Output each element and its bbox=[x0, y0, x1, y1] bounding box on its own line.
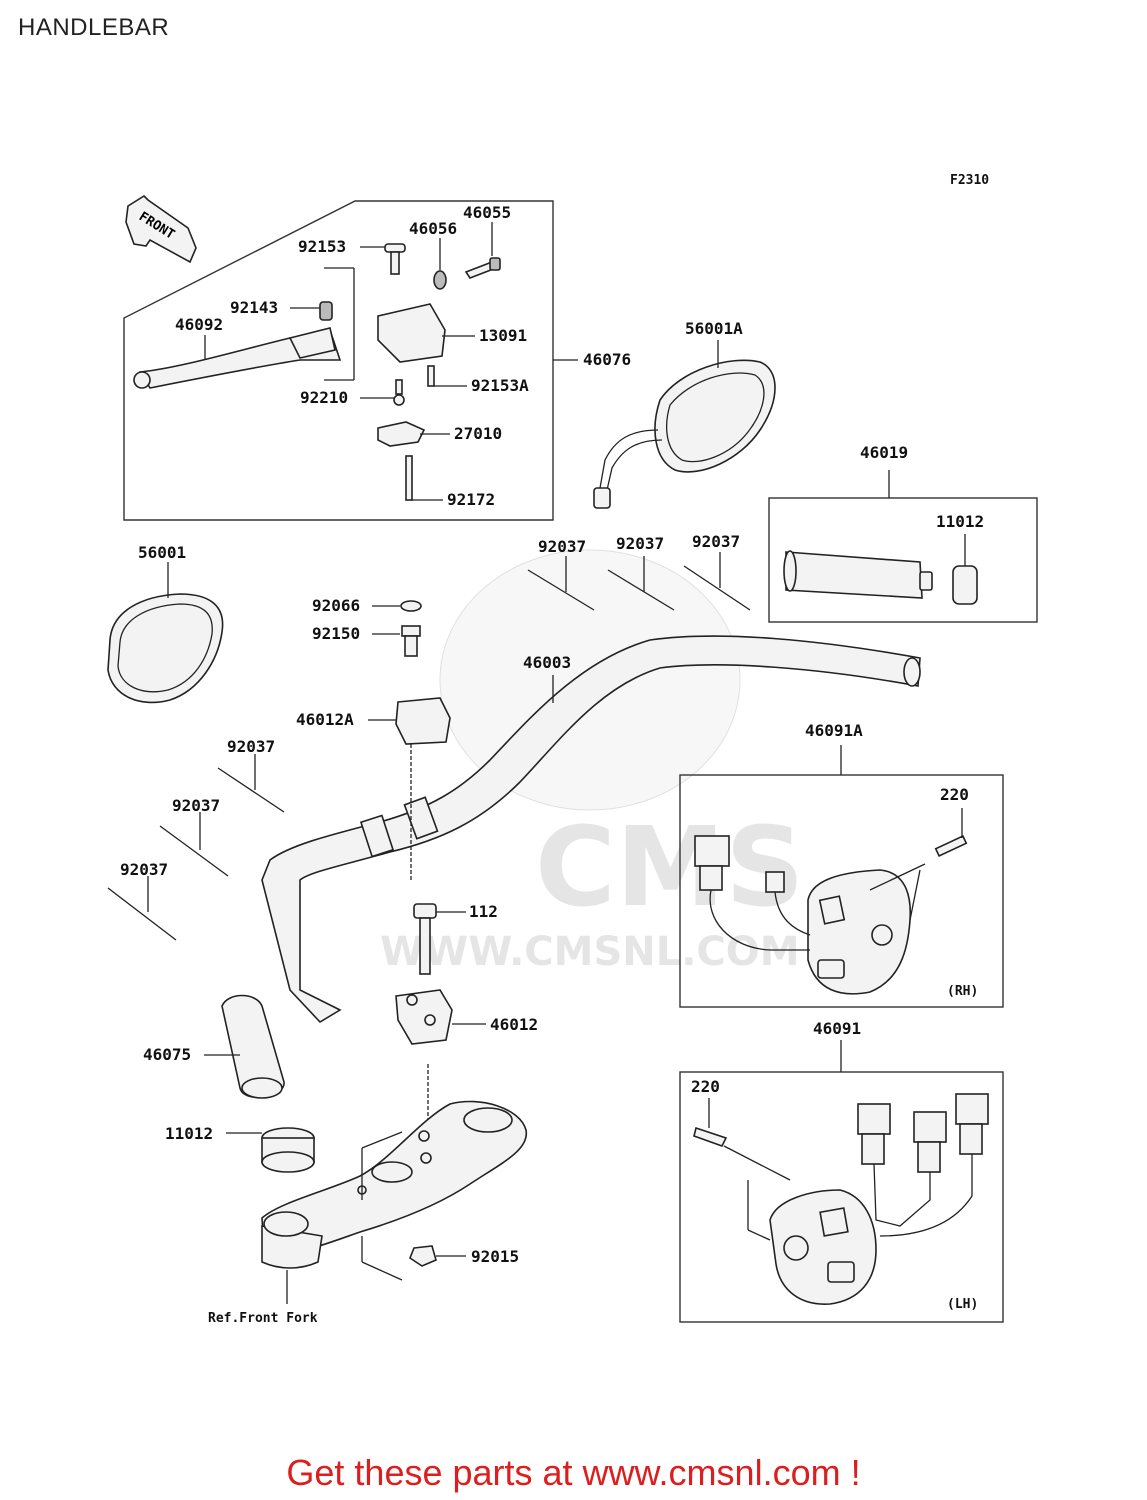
part-label-56001: 56001 bbox=[138, 543, 186, 562]
part-label-46003: 46003 bbox=[523, 653, 571, 672]
part-label-92015: 92015 bbox=[471, 1247, 519, 1266]
switch-housing-left-assembly bbox=[679, 1040, 1004, 1323]
watermark: CMS WWW.CMSNL.COM bbox=[380, 549, 804, 975]
figure-code: F2310 bbox=[950, 173, 989, 188]
label-lh: (LH) bbox=[947, 1297, 978, 1312]
front-arrow-icon: FRONT bbox=[125, 194, 197, 264]
label-ref-front-fork: Ref.Front Fork bbox=[208, 1311, 318, 1326]
part-label-13091: 13091 bbox=[479, 326, 527, 345]
watermark-logo: CMS bbox=[535, 803, 804, 931]
grip-left bbox=[204, 994, 315, 1173]
part-label-56001A: 56001A bbox=[685, 319, 743, 338]
mirror-left bbox=[107, 562, 224, 704]
part-label-46012A: 46012A bbox=[296, 710, 354, 729]
part-label-11012-top: 11012 bbox=[936, 512, 984, 531]
part-label-92210: 92210 bbox=[300, 388, 348, 407]
part-label-46091A: 46091A bbox=[805, 721, 863, 740]
part-label-92037-b: 92037 bbox=[616, 534, 664, 553]
part-label-46075: 46075 bbox=[143, 1045, 191, 1064]
part-label-92037-f: 92037 bbox=[120, 860, 168, 879]
part-label-92143: 92143 bbox=[230, 298, 278, 317]
mirror-right bbox=[593, 340, 776, 509]
upper-triple-clamp bbox=[261, 1100, 528, 1304]
part-label-92150: 92150 bbox=[312, 624, 360, 643]
page-title: HANDLEBAR bbox=[18, 14, 170, 41]
part-label-220-lh: 220 bbox=[691, 1077, 720, 1096]
part-label-92066: 92066 bbox=[312, 596, 360, 615]
part-label-46091: 46091 bbox=[813, 1019, 861, 1038]
part-label-92153: 92153 bbox=[298, 237, 346, 256]
part-label-220-rh: 220 bbox=[940, 785, 969, 804]
part-label-46092: 46092 bbox=[175, 315, 223, 334]
handlebar-clamp-lower bbox=[395, 903, 486, 1120]
footer-link[interactable]: Get these parts at www.cmsnl.com ! bbox=[286, 1452, 861, 1493]
handlebar-clamp-upper bbox=[368, 600, 451, 880]
part-label-46076: 46076 bbox=[583, 350, 631, 369]
grip-right-assembly bbox=[768, 470, 1038, 623]
part-label-92037-c: 92037 bbox=[692, 532, 740, 551]
part-label-92172: 92172 bbox=[447, 490, 495, 509]
cable-ties-left bbox=[107, 754, 285, 941]
part-label-92037-d: 92037 bbox=[227, 737, 275, 756]
handlebar-pipe bbox=[261, 635, 921, 1024]
part-label-11012-bot: 11012 bbox=[165, 1124, 213, 1143]
label-rh: (RH) bbox=[947, 984, 978, 999]
part-label-46056: 46056 bbox=[409, 219, 457, 238]
part-label-112: 112 bbox=[469, 902, 498, 921]
watermark-url: WWW.CMSNL.COM bbox=[380, 929, 800, 975]
cable-ties-top bbox=[527, 552, 751, 611]
clutch-lever-assembly bbox=[123, 200, 578, 521]
part-label-92037-a: 92037 bbox=[538, 537, 586, 556]
part-label-46055: 46055 bbox=[463, 203, 511, 222]
part-label-92153A: 92153A bbox=[471, 376, 529, 395]
part-label-46012: 46012 bbox=[490, 1015, 538, 1034]
switch-housing-right-assembly bbox=[679, 745, 1004, 1008]
part-label-27010: 27010 bbox=[454, 424, 502, 443]
part-label-92037-e: 92037 bbox=[172, 796, 220, 815]
part-label-46019: 46019 bbox=[860, 443, 908, 462]
